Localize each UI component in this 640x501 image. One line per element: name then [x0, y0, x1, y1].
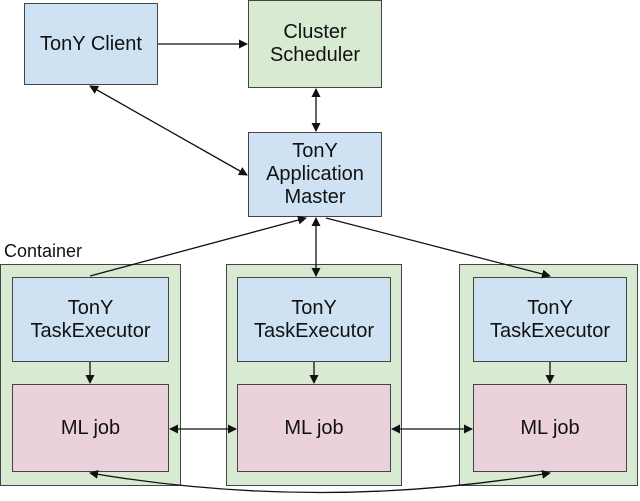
task-executor-1: TonY TaskExecutor	[12, 277, 169, 362]
application-master-node: TonY Application Master	[248, 132, 382, 217]
task-executor-2-label: TonY TaskExecutor	[253, 296, 375, 342]
ml-job-3-label: ML job	[520, 416, 580, 439]
ml-job-1: ML job	[12, 384, 169, 472]
cluster-scheduler-label: Cluster Scheduler	[269, 21, 361, 66]
task-executor-3: TonY TaskExecutor	[473, 277, 627, 362]
ml-job-2-label: ML job	[284, 416, 344, 439]
container-label: Container	[4, 241, 83, 261]
edge-client-master	[89, 85, 248, 176]
application-master-label: TonY Application Master	[266, 140, 364, 208]
ml-job-3: ML job	[473, 384, 627, 472]
tony-client-node: TonY Client	[24, 3, 158, 85]
task-executor-3-label: TonY TaskExecutor	[489, 296, 611, 342]
ml-job-2: ML job	[237, 384, 391, 472]
cluster-scheduler-node: Cluster Scheduler	[248, 0, 382, 88]
tony-client-label: TonY Client	[40, 32, 142, 55]
task-executor-2: TonY TaskExecutor	[237, 277, 391, 362]
task-executor-1-label: TonY TaskExecutor	[30, 296, 151, 342]
ml-job-1-label: ML job	[60, 416, 121, 439]
